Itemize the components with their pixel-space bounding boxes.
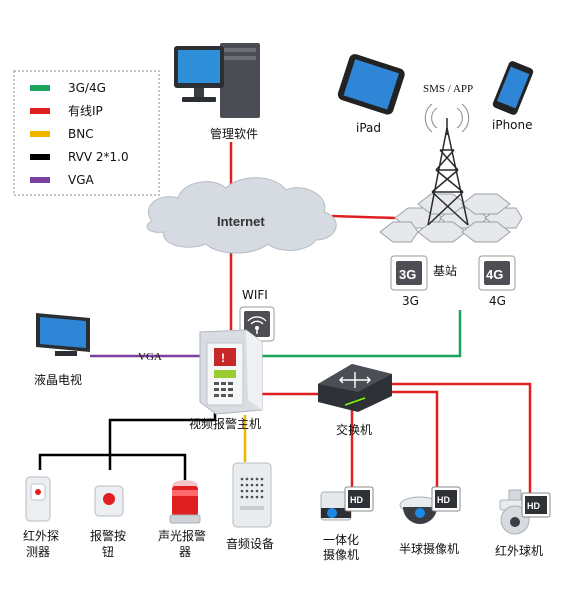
ir-detector-label-2: 测器 — [26, 545, 50, 559]
legend-swatch — [30, 154, 50, 160]
network-switch-icon — [318, 364, 392, 412]
link-switch-ball — [385, 382, 532, 493]
integrated-cam-label-1: 一体化 — [323, 533, 359, 547]
legend-swatch — [30, 131, 50, 137]
hd-badge-1: HD — [350, 495, 363, 505]
sms-app-label: SMS / APP — [423, 83, 473, 95]
link-host-sensors — [108, 400, 217, 470]
link-sensors-bus — [38, 453, 187, 480]
dome-camera-icon: HD — [399, 486, 461, 524]
legend-swatch — [30, 177, 50, 183]
label-4g: 4G — [489, 294, 506, 308]
speaker-icon — [232, 462, 272, 528]
hd-badge-2: HD — [437, 495, 450, 505]
legend-label: 3G/4G — [68, 81, 106, 95]
vga-label: VGA — [138, 351, 162, 363]
siren-label-2: 器 — [179, 545, 191, 559]
link-internet-basestation — [331, 214, 396, 220]
audio-label: 音频设备 — [226, 536, 274, 551]
legend-label: RVV 2*1.0 — [68, 150, 129, 164]
link-switch-dome — [385, 390, 439, 493]
desktop-computer-icon — [174, 43, 260, 118]
base-station-label: 基站 — [433, 264, 457, 278]
tv-label: 液晶电视 — [34, 372, 82, 387]
alarm-button-icon — [94, 485, 124, 517]
4g-icon: 4G — [478, 255, 516, 291]
link-host-4g — [262, 310, 462, 358]
switch-label: 交换机 — [336, 422, 372, 437]
internet-label: Internet — [217, 214, 265, 229]
siren-icon — [169, 480, 201, 524]
svg-text:!: ! — [221, 351, 225, 365]
software-label: 管理软件 — [210, 126, 258, 141]
box-camera-icon: HD — [320, 486, 374, 521]
tablet-icon — [337, 54, 405, 115]
legend-label: 有线IP — [68, 104, 103, 118]
legend-swatch — [30, 85, 50, 91]
legend-label: BNC — [68, 127, 94, 141]
label-3g: 3G — [402, 294, 419, 308]
alarm-host-icon: ! — [199, 329, 263, 415]
host-label: 视频报警主机 — [189, 416, 261, 431]
ir-detector-icon — [25, 476, 51, 522]
legend-swatch — [30, 108, 50, 114]
cloud-icon — [146, 177, 337, 254]
ir-ball-cam-label: 红外球机 — [495, 543, 543, 558]
badge-3g-text: 3G — [399, 267, 416, 282]
3g-icon: 3G — [390, 255, 428, 291]
legend-label: VGA — [68, 173, 95, 187]
ipad-label: iPad — [356, 121, 381, 135]
smartphone-icon — [492, 61, 534, 115]
speed-dome-camera-icon: HD — [499, 489, 551, 535]
alarm-button-label-2: 钮 — [102, 544, 114, 559]
iphone-label: iPhone — [492, 118, 533, 132]
ir-detector-label-1: 红外探 — [23, 528, 59, 543]
hd-badge-3: HD — [527, 501, 540, 511]
cell-tower-icon — [379, 103, 523, 243]
siren-label-1: 声光报警 — [158, 528, 206, 543]
wifi-label: WIFI — [242, 288, 268, 302]
badge-4g-text: 4G — [486, 267, 503, 282]
dome-cam-label: 半球摄像机 — [399, 541, 459, 556]
monitor-icon — [36, 313, 90, 356]
alarm-button-label-1: 报警按 — [90, 528, 126, 543]
integrated-cam-label-2: 摄像机 — [323, 547, 359, 562]
